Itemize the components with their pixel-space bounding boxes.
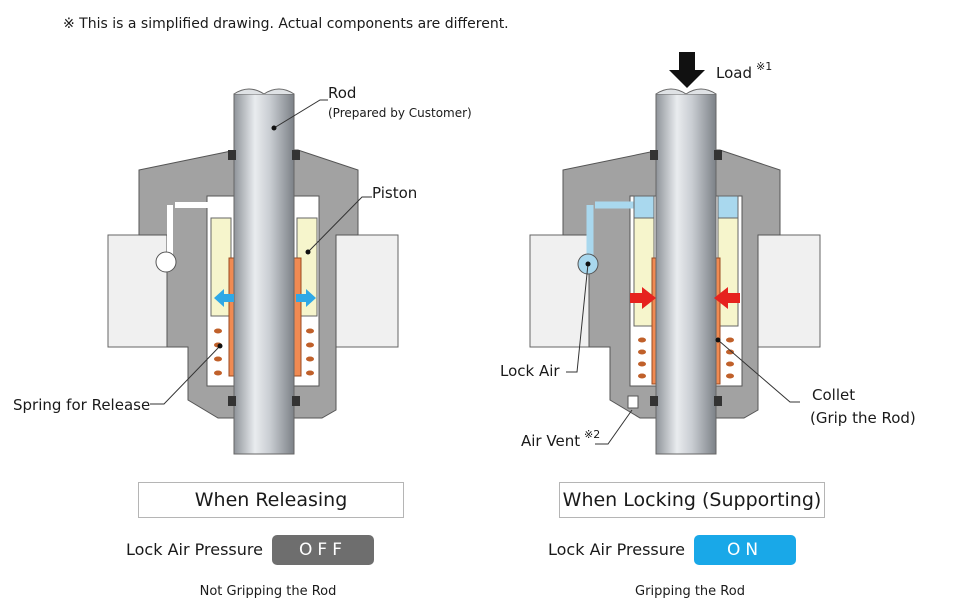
- labels: Rod (Prepared by Customer) Piston Spring…: [13, 60, 916, 450]
- seal: [292, 150, 300, 160]
- air-chamber-left: [633, 195, 655, 219]
- releasing-pressure-label: Lock Air Pressure: [126, 540, 263, 559]
- air-chamber-right: [717, 195, 739, 219]
- collet-sublabel: (Grip the Rod): [810, 409, 916, 427]
- locking-pressure-label: Lock Air Pressure: [548, 540, 685, 559]
- load-note-mark: ※1: [756, 60, 772, 73]
- seal: [228, 150, 236, 160]
- seal: [714, 150, 722, 160]
- disclaimer-note: ※ This is a simplified drawing. Actual c…: [63, 16, 509, 32]
- air-vent-note-mark: ※2: [584, 428, 600, 441]
- rod-label: Rod: [328, 84, 356, 102]
- piston-right: [717, 217, 739, 327]
- rod: [233, 93, 295, 455]
- air-port: [155, 251, 177, 273]
- lock-air-label: Lock Air: [500, 362, 560, 380]
- collet-label: Collet: [812, 386, 855, 404]
- locking-state-title: When Locking (Supporting): [559, 482, 825, 518]
- load-label: Load: [716, 64, 752, 82]
- seal: [292, 396, 300, 406]
- release-arrow-left: [214, 289, 234, 307]
- releasing-caption: Not Gripping the Rod: [199, 584, 337, 599]
- load-arrow-icon: [669, 52, 705, 88]
- piston-left: [633, 217, 655, 327]
- releasing-diagram: [107, 88, 399, 455]
- releasing-pressure-badge: OFF: [272, 535, 374, 565]
- piston-label: Piston: [372, 184, 417, 202]
- rod-sublabel: (Prepared by Customer): [328, 106, 472, 120]
- lock-arrow-right: [714, 287, 740, 309]
- air-vent: [627, 395, 639, 409]
- springs: [638, 337, 734, 379]
- locking-caption: Gripping the Rod: [635, 584, 745, 599]
- seal: [228, 396, 236, 406]
- air-passage: [586, 201, 634, 262]
- seal: [714, 396, 722, 406]
- releasing-state-title: When Releasing: [138, 482, 404, 518]
- lock-arrow-left: [630, 287, 656, 309]
- seal: [650, 150, 658, 160]
- locking-diagram: [529, 52, 821, 455]
- seal: [650, 396, 658, 406]
- rod: [655, 93, 717, 455]
- locking-pressure-badge: ON: [694, 535, 796, 565]
- spring-label: Spring for Release: [13, 396, 150, 414]
- release-arrow-right: [296, 289, 316, 307]
- air-vent-label: Air Vent: [521, 432, 580, 450]
